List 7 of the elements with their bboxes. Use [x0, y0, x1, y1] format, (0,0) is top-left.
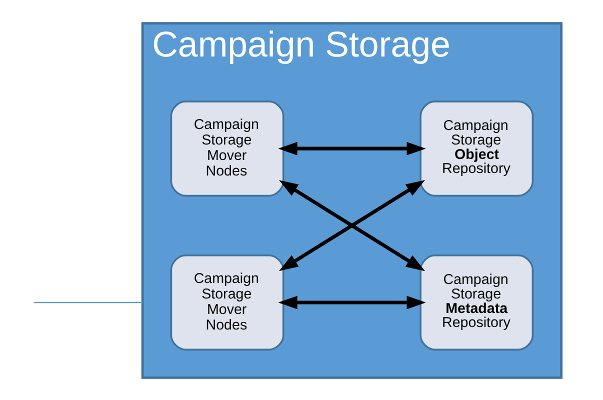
node-box: Campaign Storage Object Repository	[419, 100, 534, 196]
arrow	[278, 295, 426, 309]
node-box: Campaign Storage Mover Nodes	[170, 254, 284, 350]
connector	[34, 301, 142, 303]
node-box: Campaign Storage Metadata Repository	[419, 254, 534, 350]
arrow	[278, 141, 426, 155]
node-box: Campaign Storage Mover Nodes	[170, 100, 284, 196]
